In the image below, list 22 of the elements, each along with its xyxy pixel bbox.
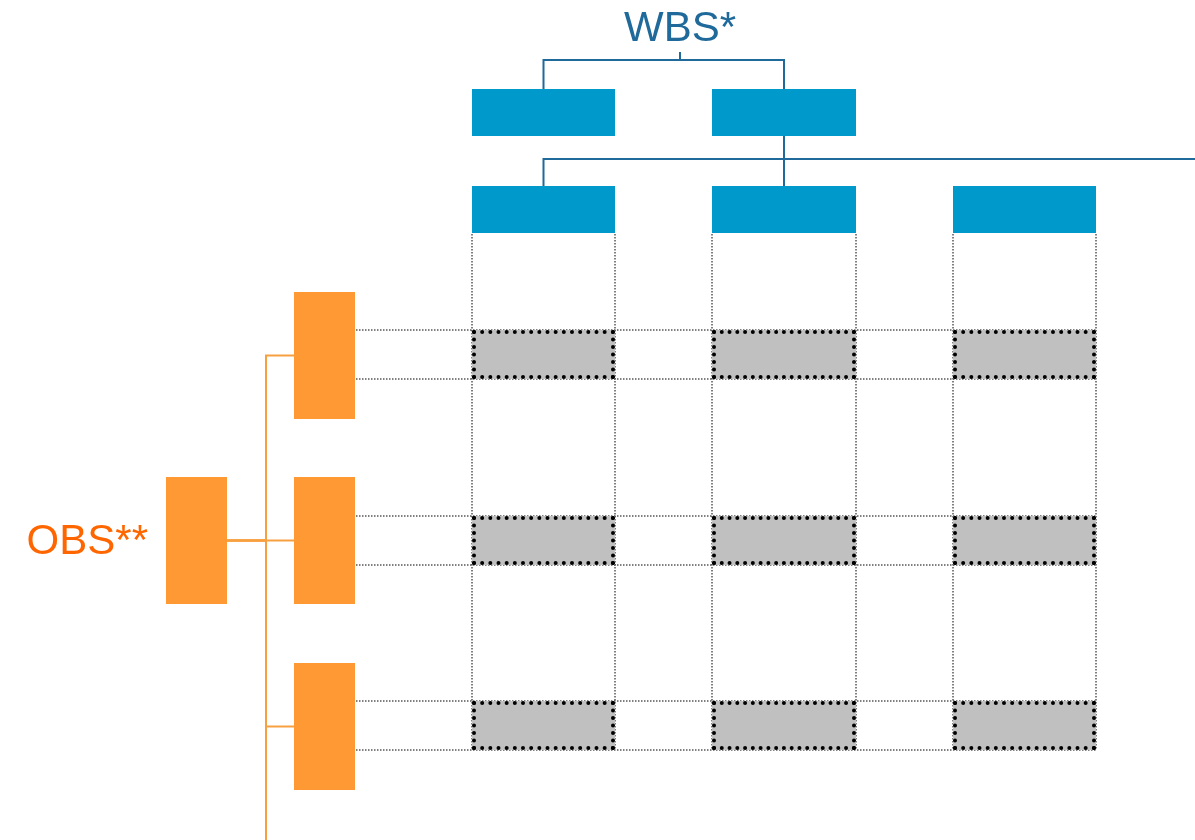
- matrix-cell: [712, 330, 856, 379]
- obs-box: [294, 663, 355, 790]
- connector-line: [679, 51, 785, 90]
- connector-line: [226, 539, 267, 840]
- matrix-cell: [472, 516, 615, 565]
- matrix-cell: [953, 516, 1096, 565]
- obs-box: [166, 477, 227, 604]
- wbs-box: [712, 186, 856, 233]
- obs-box: [294, 292, 355, 419]
- obs-box: [294, 477, 355, 604]
- heading: WBS*: [600, 2, 760, 52]
- wbs-box: [472, 89, 615, 136]
- matrix-cell: [953, 330, 1096, 379]
- matrix-cell: [712, 516, 856, 565]
- matrix-cell: [953, 701, 1096, 750]
- matrix-cell: [712, 701, 856, 750]
- heading: OBS**: [26, 515, 148, 564]
- matrix-cell: [472, 330, 615, 379]
- wbs-box: [953, 186, 1096, 233]
- wbs-box: [472, 186, 615, 233]
- wbs-box: [712, 89, 856, 136]
- matrix-cell: [472, 701, 615, 750]
